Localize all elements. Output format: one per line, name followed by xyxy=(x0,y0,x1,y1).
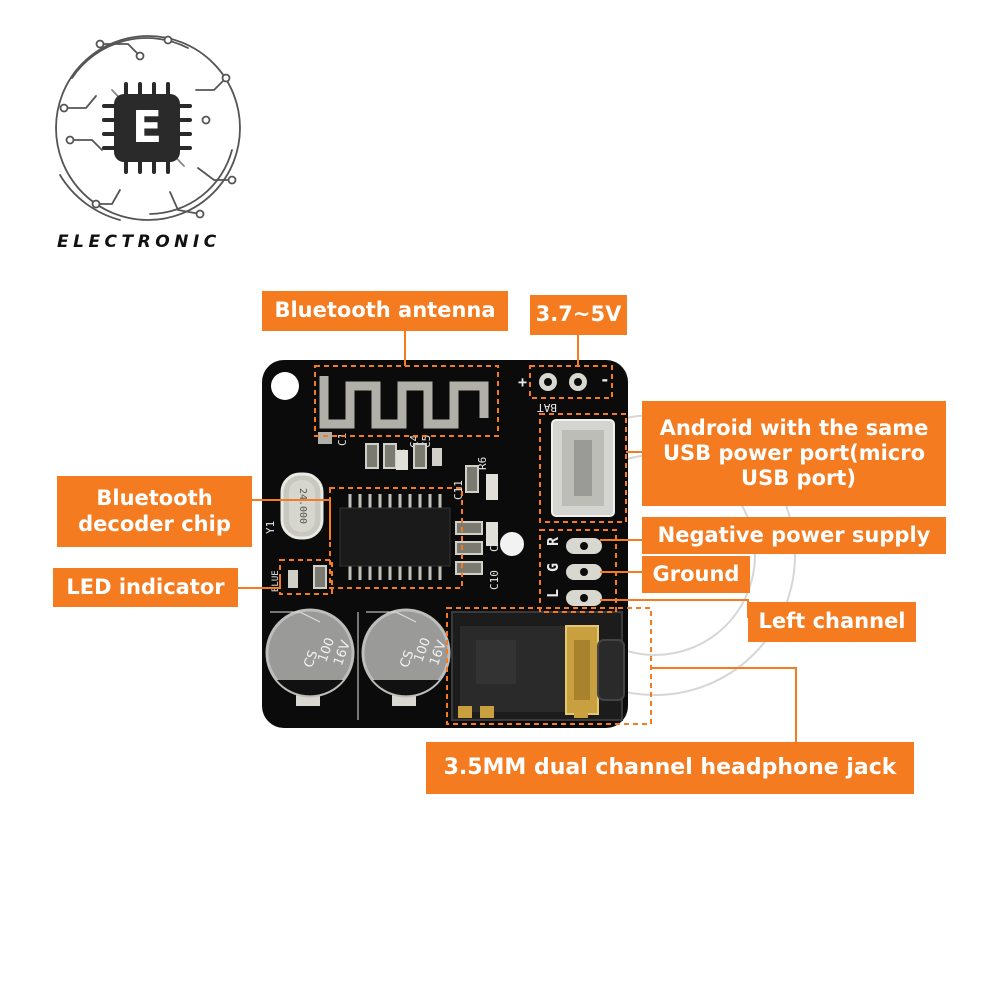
y1-label: Y1 xyxy=(264,521,277,534)
label-decoder-chip: Bluetooth decoder chip xyxy=(57,476,252,547)
chip-icon: E xyxy=(102,82,192,174)
g-label: G xyxy=(544,563,562,572)
logo-trace xyxy=(99,43,141,57)
brand-logo xyxy=(55,35,241,221)
usb-outline xyxy=(539,413,627,523)
component-label: C1 xyxy=(336,433,349,446)
mounting-hole xyxy=(271,372,299,400)
dashed-outlines xyxy=(279,365,652,725)
label-text: Bluetooth antenna xyxy=(274,298,496,323)
label-text: LED indicator xyxy=(66,574,225,599)
minus-mark: - xyxy=(600,370,610,389)
label-text: Bluetooth xyxy=(96,486,213,511)
smd-components xyxy=(288,443,498,589)
label-text: 3.7~5V xyxy=(535,302,622,327)
logo-trace xyxy=(69,139,103,151)
label-text: Android with the same xyxy=(659,415,929,440)
label-headphone-jack: 3.5MM dual channel headphone jack xyxy=(426,742,914,794)
battery-outline xyxy=(529,365,613,399)
label-usb-power-port: Android with the same USB power port(mic… xyxy=(642,401,946,506)
capacitor-text: CS xyxy=(301,648,321,669)
label-text: Left channel xyxy=(758,609,906,634)
capacitor-text: CS xyxy=(397,648,417,669)
label-left-channel: Left channel xyxy=(748,602,916,642)
label-ground: Ground xyxy=(642,556,750,593)
logo-letter: E xyxy=(132,102,162,153)
leader-decoder xyxy=(252,499,331,540)
mounting-hole xyxy=(500,532,524,556)
blue-label: BLUE xyxy=(271,570,281,592)
logo-arc-left xyxy=(59,174,121,221)
bat-label: BAT xyxy=(537,401,557,414)
capacitor-left: CS 100 16V xyxy=(265,608,355,706)
logo-trace xyxy=(169,191,201,215)
label-text: 3.5MM dual channel headphone jack xyxy=(443,754,897,780)
pcb-board: + - BAT C1 C3 R3 C4 C5 R6 C11 C10 C9 Y1 … xyxy=(262,360,628,728)
led-outline xyxy=(279,559,333,595)
label-text: decoder chip xyxy=(78,511,231,536)
component-label: R6 xyxy=(476,457,489,470)
logo-trace xyxy=(197,167,233,181)
silk-outline xyxy=(366,611,417,623)
capacitor-right: CS 100 16V xyxy=(361,608,451,706)
battery-pads xyxy=(539,373,587,391)
crystal-oscillator: 24.000 xyxy=(280,472,324,540)
label-text: USB port) xyxy=(741,466,856,491)
label-led-indicator: LED indicator xyxy=(53,568,238,607)
leader-led xyxy=(238,578,281,589)
antenna-outline xyxy=(314,365,499,437)
crystal-label: 24.000 xyxy=(297,488,308,524)
headphone-jack xyxy=(451,611,625,721)
logo-arc-bottom xyxy=(149,149,233,215)
audio-output-pads xyxy=(566,538,602,606)
label-text: Ground xyxy=(652,561,740,586)
jack-outline xyxy=(446,607,652,725)
logo-trace xyxy=(95,189,121,205)
l-label: L xyxy=(544,589,562,598)
logo-trace xyxy=(63,95,97,109)
plus-mark: + xyxy=(518,373,527,391)
silk-outline xyxy=(270,611,321,623)
component-label: C10 xyxy=(488,570,501,590)
antenna-trace xyxy=(319,376,489,429)
label-bluetooth-antenna: Bluetooth antenna xyxy=(262,291,508,331)
label-negative-power: Negative power supply xyxy=(642,517,946,554)
leader-jack xyxy=(651,667,797,744)
decoder-chip xyxy=(339,494,451,580)
label-text: USB power port(micro xyxy=(662,440,926,465)
logo-outer-ring xyxy=(55,35,241,221)
r-label: R xyxy=(544,536,562,546)
label-voltage: 3.7~5V xyxy=(530,295,627,335)
logo-trace xyxy=(195,77,227,91)
logo-arc-top xyxy=(71,37,189,79)
brand-name: ELECTRONIC xyxy=(57,232,221,252)
label-text: Negative power supply xyxy=(657,522,931,547)
micro-usb-port xyxy=(551,419,615,517)
component-label: C11 xyxy=(452,480,465,500)
